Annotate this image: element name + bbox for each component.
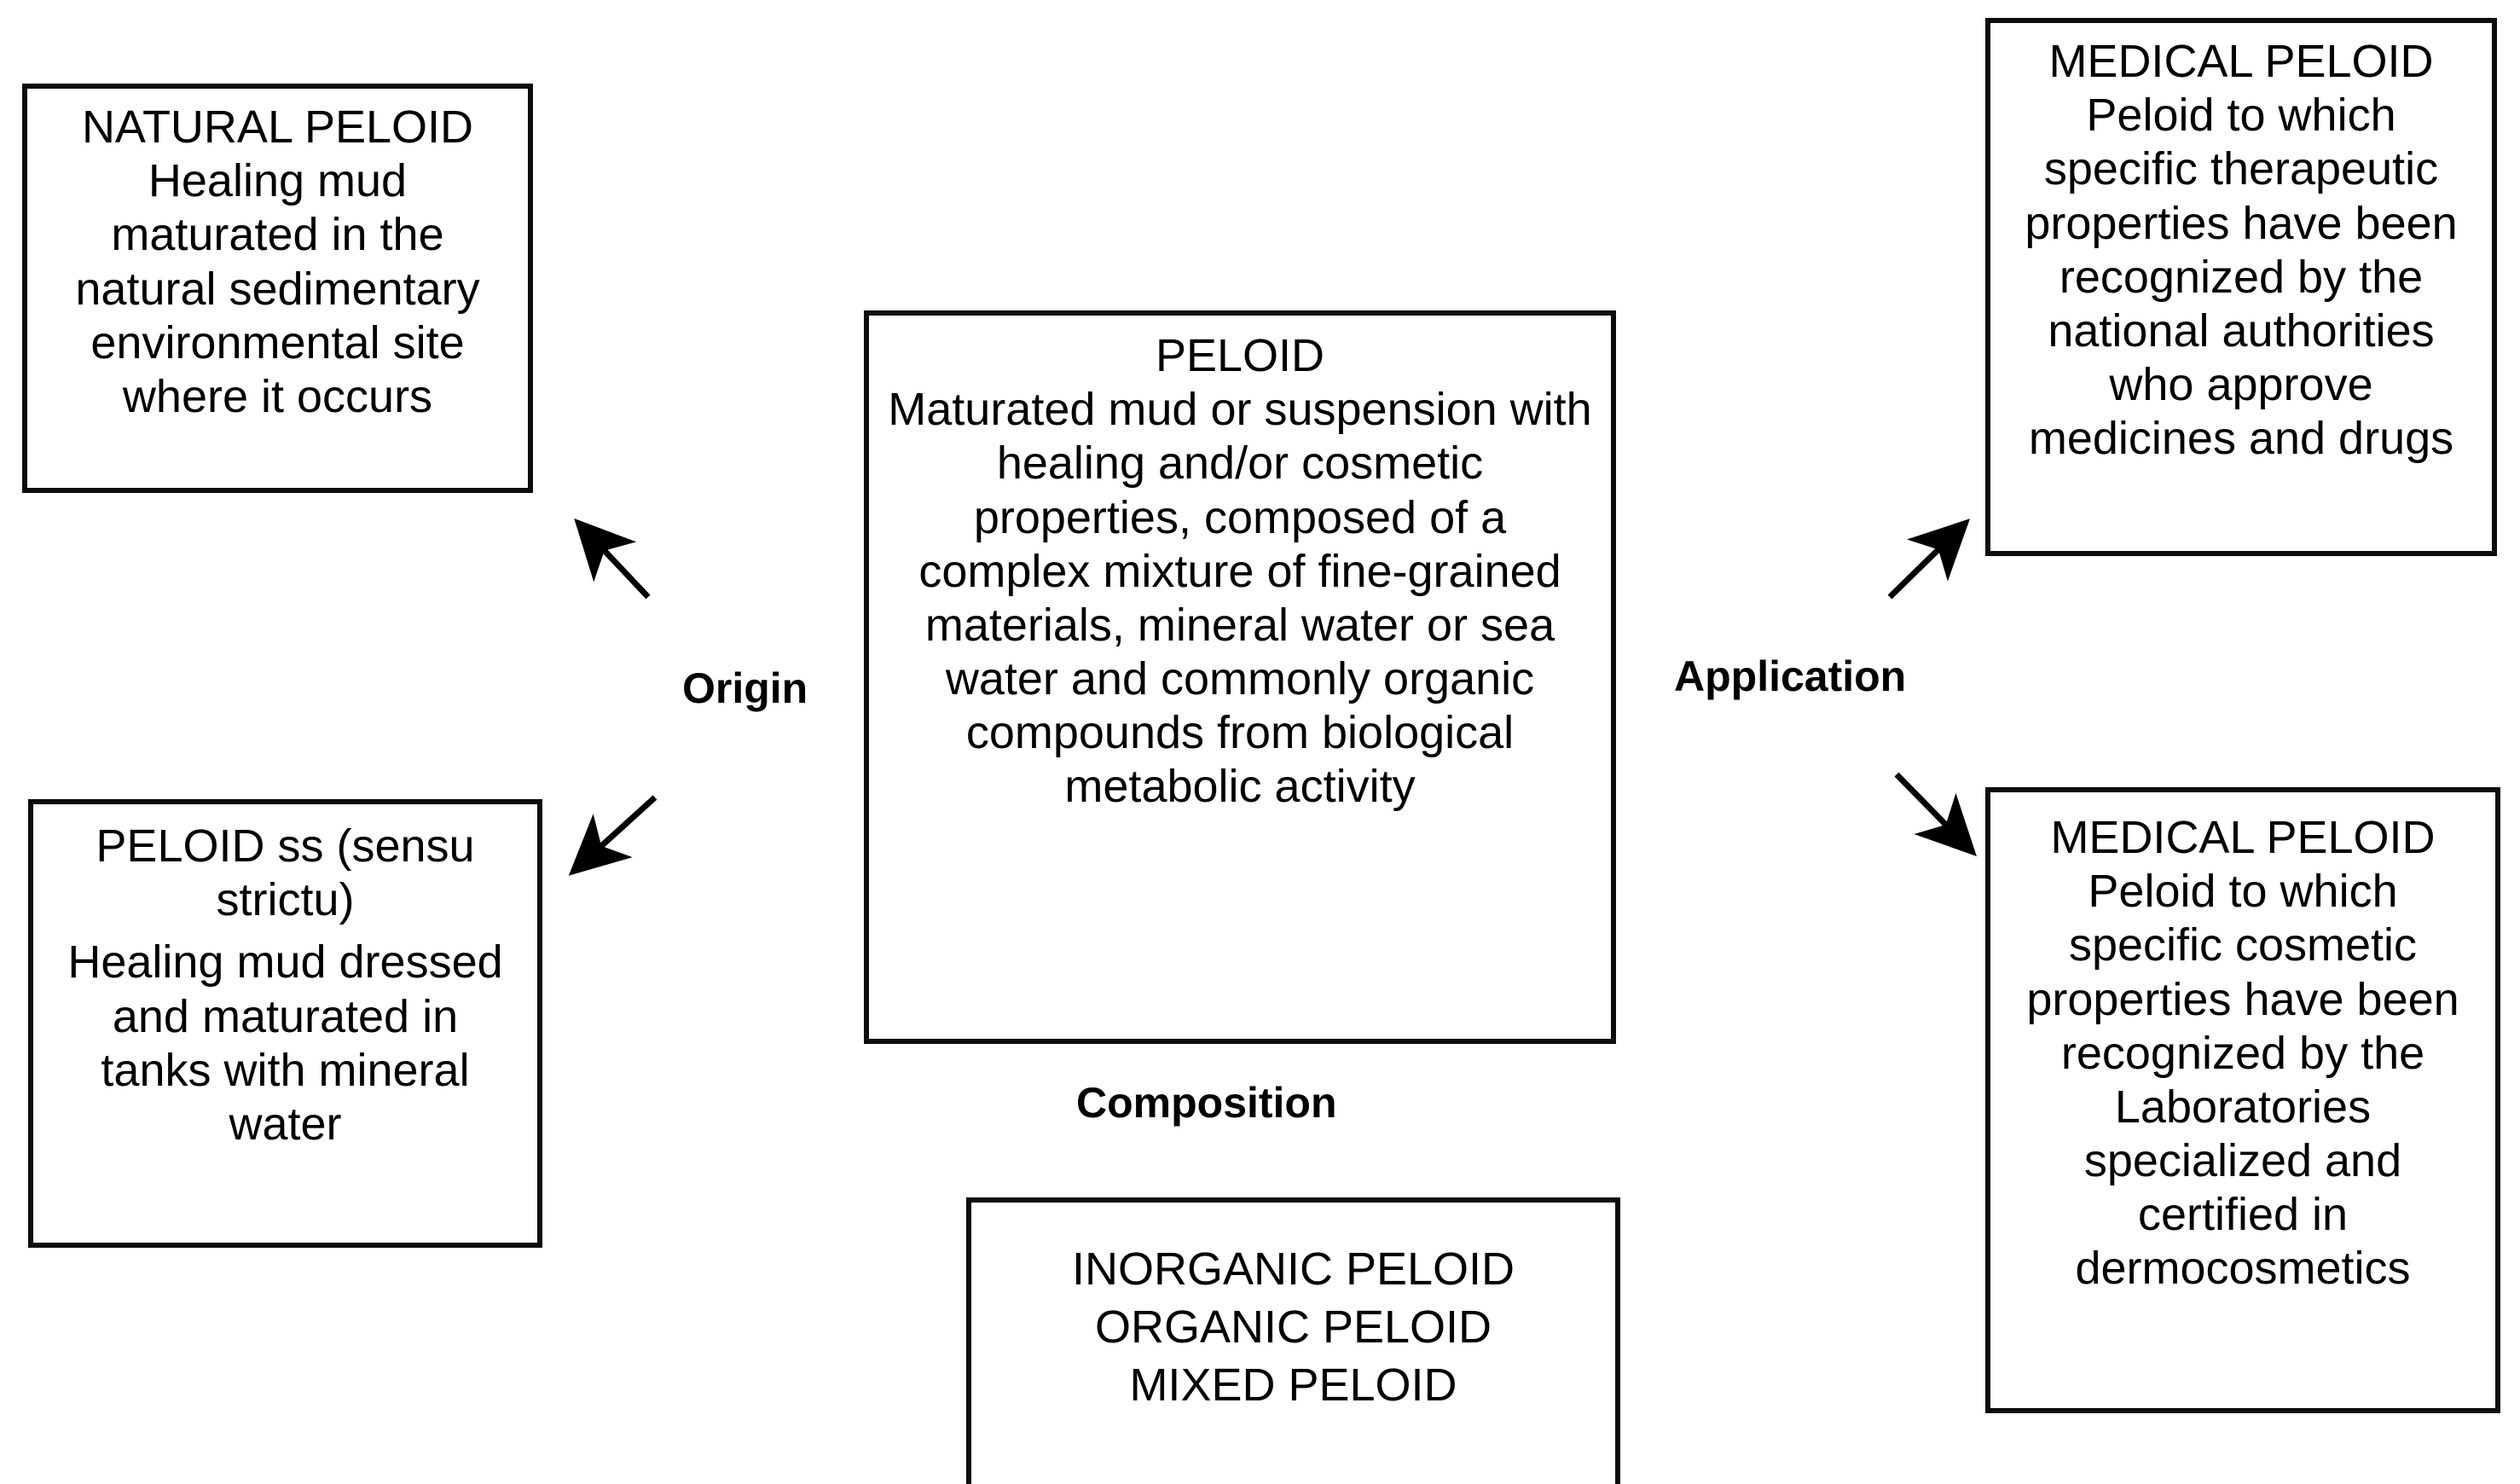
box-natural-peloid: NATURAL PELOID Healing mud maturated in … bbox=[22, 84, 533, 493]
box-composition-list: INORGANIC PELOID ORGANIC PELOID MIXED PE… bbox=[966, 1197, 1620, 1484]
medical-peloid-therapeutic-title: MEDICAL PELOID bbox=[2048, 36, 2434, 87]
peloid-body: Maturated mud or suspension with healing… bbox=[888, 384, 1592, 813]
natural-peloid-body: Healing mud maturated in the natural sed… bbox=[75, 155, 480, 422]
peloid-ss-title-italic: sensu strictu bbox=[216, 820, 475, 926]
medical-peloid-cosmetic-body: Peloid to which specific cosmetic proper… bbox=[2026, 866, 2459, 1295]
connector-label-composition: Composition bbox=[1076, 1079, 1337, 1127]
peloid-title: PELOID bbox=[1155, 330, 1325, 381]
composition-line-mixed: MIXED PELOID bbox=[1129, 1359, 1457, 1412]
box-peloid: PELOID Maturated mud or suspension with … bbox=[864, 310, 1616, 1044]
peloid-ss-title: PELOID ss (sensu strictu) bbox=[60, 820, 512, 927]
arrow-application-to-medical-peloid-therapeutic bbox=[1887, 519, 1971, 600]
peloid-ss-body: Healing mud dressed and maturated in tan… bbox=[67, 936, 503, 1150]
arrow-origin-to-peloid-ss bbox=[568, 795, 658, 876]
natural-peloid-title: NATURAL PELOID bbox=[81, 101, 474, 153]
box-peloid-ss: PELOID ss (sensu strictu) Healing mud dr… bbox=[28, 799, 542, 1248]
connector-label-origin: Origin bbox=[682, 664, 808, 712]
box-medical-peloid-cosmetic: MEDICAL PELOID Peloid to which specific … bbox=[1985, 787, 2500, 1413]
medical-peloid-cosmetic-title: MEDICAL PELOID bbox=[2050, 812, 2436, 863]
medical-peloid-therapeutic-body: Peloid to which specific therapeutic pro… bbox=[2025, 90, 2458, 465]
arrow-origin-to-natural-peloid bbox=[574, 518, 651, 600]
arrow-application-to-medical-peloid-cosmetic bbox=[1894, 772, 1977, 857]
peloid-ss-title-suffix: ) bbox=[339, 874, 355, 926]
connector-label-application: Application bbox=[1674, 652, 1907, 700]
composition-line-organic: ORGANIC PELOID bbox=[1094, 1301, 1492, 1354]
composition-line-inorganic: INORGANIC PELOID bbox=[1071, 1243, 1515, 1295]
box-medical-peloid-therapeutic: MEDICAL PELOID Peloid to which specific … bbox=[1985, 18, 2497, 556]
peloid-ss-title-prefix: PELOID ss ( bbox=[96, 820, 352, 872]
